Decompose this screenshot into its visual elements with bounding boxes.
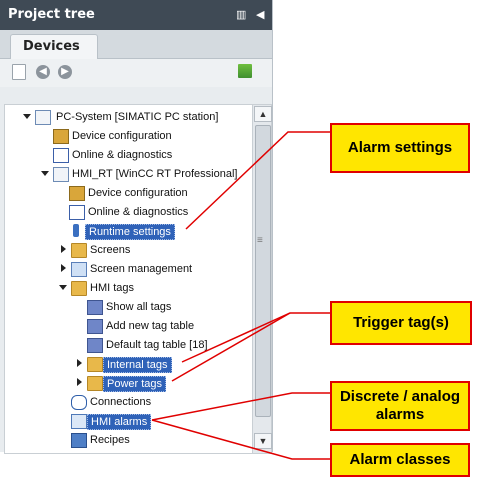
pin-icon[interactable]: ▥ <box>236 9 247 21</box>
folder-icon <box>87 376 103 391</box>
tree-item-label: Default tag table [18] <box>106 339 208 351</box>
tree-item[interactable]: PC-System [SIMATIC PC station] <box>5 107 253 126</box>
connections-icon <box>71 395 87 410</box>
tree-item-internal-tags[interactable]: Internal tags <box>5 354 253 373</box>
recipes-icon <box>71 433 87 448</box>
tree-scrollbar[interactable]: ▲ ≡ ▼ <box>252 104 272 454</box>
alarms-icon <box>71 414 87 429</box>
tree-item[interactable]: HMI_RT [WinCC RT Professional] <box>5 164 253 183</box>
hmi-station-icon <box>53 167 69 182</box>
project-tree-toolbar: ◀ ▶ <box>0 59 272 87</box>
tab-devices[interactable]: Devices <box>10 34 98 59</box>
diagnostics-icon <box>53 148 69 163</box>
project-tree-panel: Project tree ▥ ◀ Devices ◀ ▶ PC-System [… <box>0 0 273 454</box>
tree-item[interactable]: Online & diagnostics <box>5 202 253 221</box>
add-tag-table-icon <box>87 319 103 334</box>
scroll-thumb[interactable] <box>255 125 271 417</box>
tree-item-runtime-settings[interactable]: Runtime settings <box>5 221 253 240</box>
tree-item[interactable]: Add new tag table <box>5 316 253 335</box>
wrench-icon <box>73 224 79 237</box>
back-icon[interactable]: ◀ <box>36 65 50 79</box>
scroll-grip-icon: ≡ <box>257 235 263 246</box>
tab-strip: Devices <box>0 30 272 59</box>
tree-item[interactable]: Default tag table [18] <box>5 335 253 354</box>
tree-item[interactable]: Connections <box>5 392 253 411</box>
collapse-arrow-icon[interactable] <box>61 264 66 272</box>
diagnostics-icon <box>69 205 85 220</box>
tree-item-label: Show all tags <box>106 301 172 313</box>
collapse-arrow-icon[interactable] <box>61 245 66 253</box>
export-icon[interactable] <box>238 64 252 78</box>
folder-icon <box>71 243 87 258</box>
tree-item[interactable]: HMI tags <box>5 278 253 297</box>
folder-icon <box>87 357 103 372</box>
tree-item-label: Internal tags <box>103 357 172 373</box>
callout-line-alarm-classes <box>151 419 330 460</box>
tree-item-hmi-alarms[interactable]: HMI alarms <box>5 411 253 430</box>
tree-item-label: Recipes <box>90 434 130 446</box>
pc-station-icon <box>35 110 51 125</box>
callout-line-internal-tags <box>181 312 330 363</box>
callout-alarm-classes: Alarm classes <box>330 443 470 477</box>
tree-item-label: HMI tags <box>90 282 135 294</box>
expand-arrow-icon[interactable] <box>41 171 49 176</box>
expand-arrow-icon[interactable] <box>23 114 31 119</box>
callout-line-alarm-settings <box>185 131 330 230</box>
tree-item[interactable]: Show all tags <box>5 297 253 316</box>
tree-item-label: Online & diagnostics <box>72 149 173 161</box>
callout-discrete-analog-alarms: Discrete / analog alarms <box>330 381 470 431</box>
collapse-left-icon[interactable]: ◀ <box>256 9 265 21</box>
tab-devices-label: Devices <box>23 39 80 54</box>
tree-item-label: Device configuration <box>88 187 188 199</box>
tree-item-label: Screen management <box>90 263 193 275</box>
collapse-arrow-icon[interactable] <box>77 378 82 386</box>
forward-icon[interactable]: ▶ <box>58 65 72 79</box>
tree-item-power-tags[interactable]: Power tags <box>5 373 253 392</box>
tree-view: PC-System [SIMATIC PC station] Device co… <box>4 104 254 454</box>
tree-item-label: HMI alarms <box>87 414 152 430</box>
callout-line-discrete-analog <box>151 392 330 421</box>
scroll-down-icon[interactable]: ▼ <box>254 433 272 449</box>
tree-item-label: PC-System [SIMATIC PC station] <box>56 111 219 123</box>
new-item-icon[interactable] <box>12 64 26 80</box>
tree-item-label: Connections <box>90 396 152 408</box>
callout-alarm-settings: Alarm settings <box>330 123 470 173</box>
tree-item[interactable]: Device configuration <box>5 126 253 145</box>
tree-item[interactable]: Online & diagnostics <box>5 145 253 164</box>
folder-icon <box>71 281 87 296</box>
tree-item-label: Screens <box>90 244 131 256</box>
tag-table-icon <box>87 338 103 353</box>
tree-item-label: Online & diagnostics <box>88 206 189 218</box>
project-tree-titlebar: Project tree ▥ ◀ <box>0 0 272 30</box>
device-config-icon <box>69 186 85 201</box>
tree-item-label: Add new tag table <box>106 320 195 332</box>
callout-line-power-tags <box>171 312 291 382</box>
tree-item[interactable]: Device configuration <box>5 183 253 202</box>
tree-item[interactable]: Recipes <box>5 430 253 449</box>
screen-management-icon <box>71 262 87 277</box>
tree-item[interactable]: Screen management <box>5 259 253 278</box>
tree-item-label: Device configuration <box>72 130 172 142</box>
callout-trigger-tags: Trigger tag(s) <box>330 301 472 345</box>
collapse-arrow-icon[interactable] <box>77 359 82 367</box>
tree-item-label: HMI_RT [WinCC RT Professional] <box>72 168 238 180</box>
panel-title: Project tree <box>8 7 95 22</box>
scroll-up-icon[interactable]: ▲ <box>254 106 272 122</box>
tree-item-label: Runtime settings <box>85 224 175 240</box>
tree-item-label: Power tags <box>103 376 167 392</box>
expand-arrow-icon[interactable] <box>59 285 67 290</box>
tree-item[interactable]: Screens <box>5 240 253 259</box>
device-config-icon <box>53 129 69 144</box>
tags-icon <box>87 300 103 315</box>
